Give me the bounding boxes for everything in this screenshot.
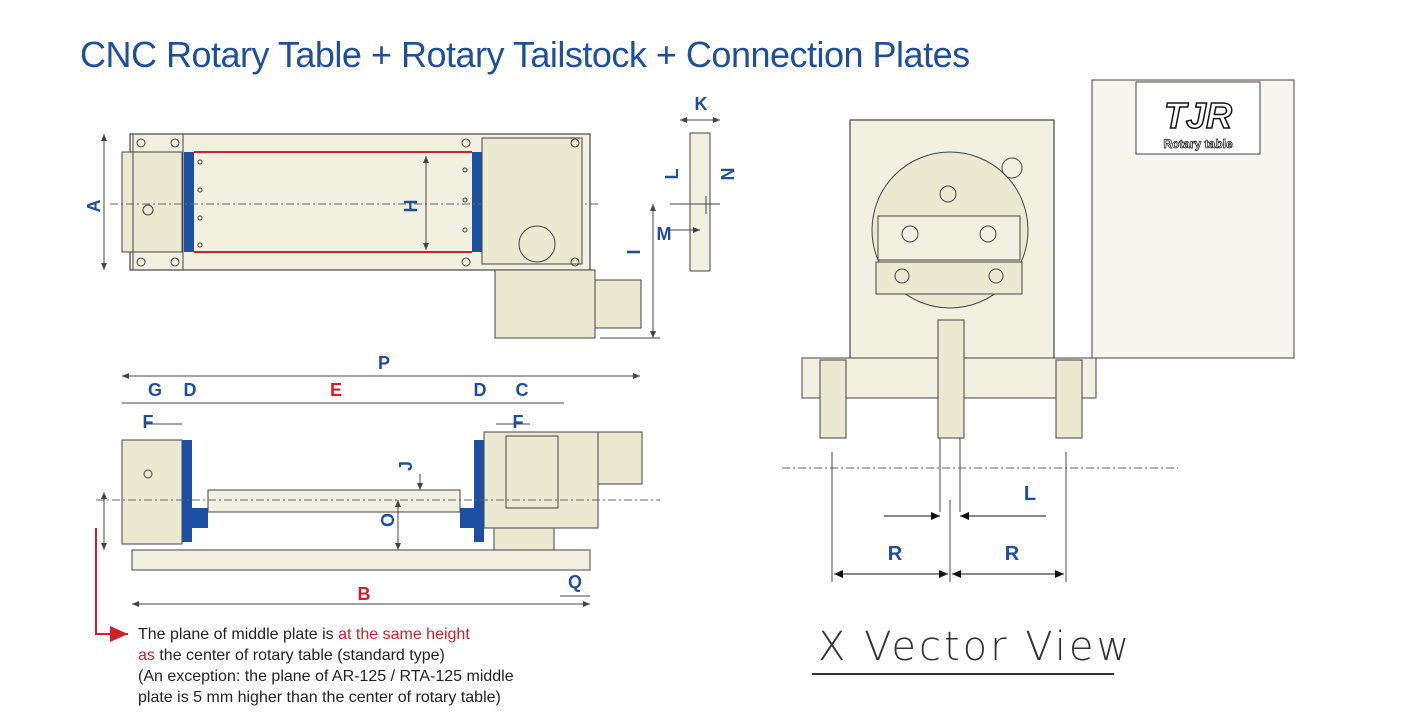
note-text-4: plate is 5 mm higher than the center of … [138, 689, 501, 706]
dim-label-p: P [378, 353, 390, 373]
dim-label-l-right: L [1024, 483, 1036, 505]
x-vector-view: TJR Rotary table [782, 79, 1295, 582]
dim-label-f-right: F [513, 412, 524, 432]
dim-label-j: J [396, 461, 416, 471]
front-view [95, 373, 660, 642]
logo-caption: Rotary table [1163, 137, 1233, 151]
dim-label-d-left: D [184, 380, 197, 400]
view-title: X Vector View [818, 624, 1133, 670]
logo-brand: TJR [1164, 95, 1232, 136]
dim-label-r-left: R [888, 543, 903, 565]
dim-label-o: O [378, 513, 398, 527]
dim-label-r-right: R [1005, 543, 1020, 565]
note-text-2: the center of rotary table (standard typ… [154, 647, 445, 664]
dim-label-m: M [657, 224, 672, 244]
top-view [101, 133, 660, 339]
note-text-1: The plane of middle plate is [138, 626, 339, 643]
dim-label-a: A [84, 200, 104, 213]
note-text-3: (An exception: the plane of AR-125 / RTA… [138, 668, 514, 685]
dim-label-q: Q [568, 572, 582, 592]
note-highlight-1: at the same height [338, 626, 470, 643]
middle-plate-note: The plane of middle plate is at the same… [138, 624, 618, 708]
dim-label-f-left: F [143, 412, 154, 432]
dim-label-b: B [358, 584, 371, 604]
view-title-underline [812, 673, 1114, 675]
dim-label-k: K [695, 94, 708, 114]
dim-label-i: I [624, 249, 644, 254]
dim-label-c: C [516, 380, 529, 400]
note-highlight-2: as [138, 647, 155, 664]
page-title: CNC Rotary Table + Rotary Tailstock + Co… [80, 34, 970, 75]
dim-label-n: N [718, 168, 738, 181]
dim-label-h: H [401, 200, 421, 213]
dim-label-l-top: L [662, 169, 682, 180]
dim-label-e: E [330, 380, 342, 400]
dim-label-d-right: D [474, 380, 487, 400]
plate-side-view [670, 117, 720, 272]
dim-label-g: G [148, 380, 162, 400]
